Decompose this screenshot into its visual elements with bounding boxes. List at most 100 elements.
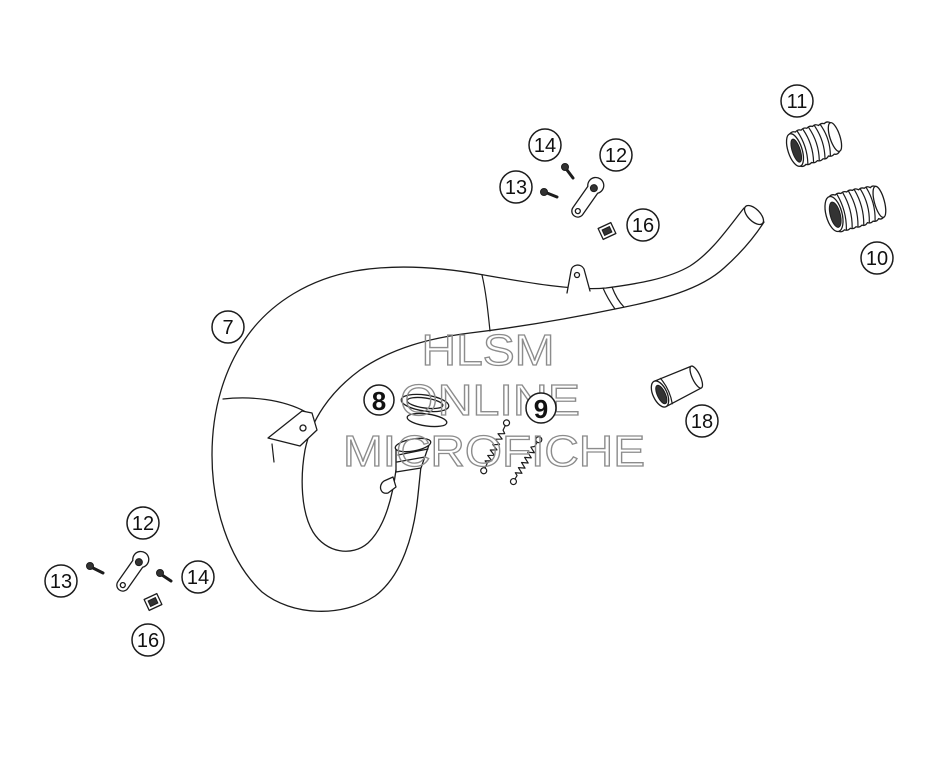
callout-circle bbox=[780, 84, 814, 118]
callout-circle bbox=[525, 392, 557, 424]
mounting-bracket bbox=[116, 550, 150, 592]
bracket-hole bbox=[589, 184, 598, 193]
callout-circle bbox=[211, 310, 245, 344]
bend-seam bbox=[222, 397, 307, 413]
bracket-plate bbox=[571, 176, 605, 218]
watermark: HLSM ONLINE MICROFICHE bbox=[342, 325, 645, 476]
clip-nut bbox=[143, 592, 163, 612]
spring-loop bbox=[535, 436, 543, 444]
coupler-rib bbox=[836, 193, 847, 230]
tail-mount-tab bbox=[566, 264, 591, 294]
callout-11[interactable]: 11 bbox=[780, 84, 814, 118]
callout-label: 16 bbox=[632, 215, 654, 237]
bolt-14 bbox=[156, 569, 173, 583]
callout-label: 13 bbox=[505, 177, 527, 199]
bend-mount-bracket bbox=[267, 410, 318, 447]
coupler-rib bbox=[848, 190, 859, 227]
callout-13[interactable]: 13 bbox=[499, 170, 533, 204]
o-ring-inner bbox=[406, 396, 444, 410]
coupler-rib bbox=[808, 127, 820, 161]
clip-nut bbox=[597, 221, 617, 241]
bend-bracket-edge bbox=[271, 443, 275, 463]
callout-10[interactable]: 10 bbox=[860, 241, 894, 275]
coupler-end bbox=[872, 185, 887, 218]
spring-loop bbox=[502, 419, 511, 427]
callout-9[interactable]: 9 bbox=[525, 392, 557, 424]
tailpipe-opening bbox=[743, 204, 765, 226]
callout-7[interactable]: 7 bbox=[211, 310, 245, 344]
spring-loop bbox=[509, 477, 518, 486]
coupler-rib bbox=[859, 188, 870, 223]
mounting-bracket bbox=[571, 176, 605, 218]
spring-coil bbox=[514, 441, 538, 480]
bolt-head bbox=[86, 562, 94, 570]
callout-label: 14 bbox=[187, 567, 209, 589]
o-ring-second bbox=[406, 412, 448, 428]
callout-label: 10 bbox=[866, 248, 888, 270]
coupler-end bbox=[827, 122, 843, 153]
callout-circle bbox=[181, 560, 215, 594]
callout-12[interactable]: 12 bbox=[599, 138, 633, 172]
callout-14[interactable]: 14 bbox=[528, 128, 562, 162]
tail-collar-line bbox=[602, 287, 616, 310]
bolt-head bbox=[561, 163, 569, 171]
callout-circle bbox=[44, 564, 78, 598]
callout-14[interactable]: 14 bbox=[181, 560, 215, 594]
header-inlet-opening bbox=[394, 437, 432, 453]
callout-label: 13 bbox=[50, 571, 72, 593]
sleeve-18 bbox=[650, 365, 704, 408]
callout-label: 12 bbox=[132, 513, 154, 535]
coupler-rib bbox=[819, 124, 831, 156]
coupler-opening-inner bbox=[828, 201, 842, 228]
callout-16[interactable]: 16 bbox=[131, 623, 165, 657]
callout-circle bbox=[626, 208, 660, 242]
bolt-13 bbox=[86, 562, 105, 575]
coupler-rib bbox=[853, 189, 865, 226]
sleeve-rib bbox=[396, 456, 426, 463]
exhaust-pipe bbox=[211, 204, 765, 612]
bolt-shank bbox=[160, 573, 173, 583]
callout-label: 12 bbox=[605, 145, 627, 167]
callout-13[interactable]: 13 bbox=[44, 564, 78, 598]
coupler-rib bbox=[865, 187, 876, 222]
callout-18[interactable]: 18 bbox=[685, 404, 719, 438]
bolt-13 bbox=[540, 188, 559, 199]
callout-12[interactable]: 12 bbox=[126, 506, 160, 540]
callout-circle bbox=[499, 170, 533, 204]
callout-circle bbox=[126, 506, 160, 540]
callout-circle bbox=[860, 241, 894, 275]
nut-thread bbox=[147, 596, 159, 608]
callout-8[interactable]: 8 bbox=[363, 384, 395, 416]
tail-mount-hole bbox=[573, 271, 581, 279]
bolt-shank bbox=[565, 168, 575, 180]
callout-label: 8 bbox=[372, 386, 386, 416]
coupler-rib bbox=[842, 192, 853, 229]
bolt-head bbox=[540, 188, 548, 196]
rubber-coupler-11 bbox=[785, 121, 843, 168]
watermark-line: MICROFICHE bbox=[343, 427, 645, 476]
sleeve-rib bbox=[397, 448, 429, 456]
callout-circle bbox=[363, 384, 395, 416]
callout-label: 11 bbox=[787, 91, 808, 113]
callout-circle bbox=[599, 138, 633, 172]
bracket-plate bbox=[116, 550, 150, 592]
bracket-hole bbox=[134, 558, 143, 567]
bolt-shank bbox=[545, 191, 559, 199]
bracket-hole bbox=[119, 581, 126, 589]
spring bbox=[509, 436, 543, 486]
callout-circle bbox=[131, 623, 165, 657]
callout-label: 7 bbox=[222, 317, 233, 339]
bolt-head bbox=[156, 569, 164, 577]
bolt-shank bbox=[91, 566, 105, 575]
cone-seam bbox=[481, 274, 491, 332]
callout-16[interactable]: 16 bbox=[626, 208, 660, 242]
callout-label: 14 bbox=[534, 135, 556, 157]
rubber-coupler-10 bbox=[824, 185, 887, 233]
sleeve-end bbox=[689, 365, 704, 389]
spring bbox=[480, 419, 511, 475]
nut-thread bbox=[601, 225, 613, 237]
sleeve-ring bbox=[659, 377, 673, 405]
exhaust-pipe-body bbox=[211, 207, 765, 612]
tail-collar-line bbox=[611, 286, 625, 308]
